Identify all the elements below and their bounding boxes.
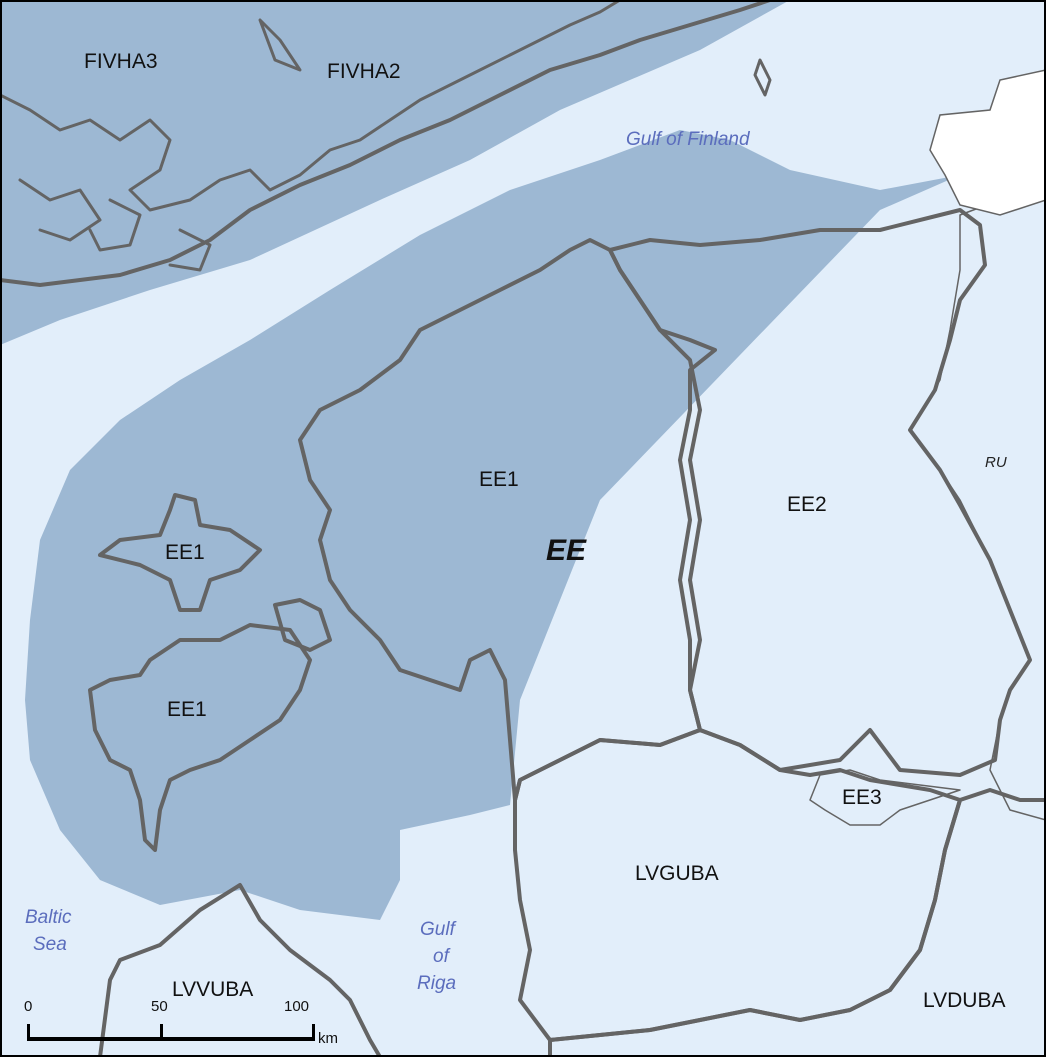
finland-territorial-waters	[0, 0, 790, 345]
label-gulf-of-riga-3: Riga	[417, 973, 456, 994]
label-fivha3: FIVHA3	[84, 50, 158, 73]
finland-land	[0, 0, 772, 287]
scale-label-50: 50	[151, 998, 168, 1015]
label-lvvuba: LVVUBA	[172, 978, 253, 1001]
scale-tick-0	[27, 1024, 30, 1041]
estonia-territorial-waters	[25, 130, 960, 920]
label-gulf-of-finland: Gulf of Finland	[626, 129, 751, 150]
label-baltic-sea-1: Baltic	[25, 907, 72, 928]
scale-tick-100	[312, 1024, 315, 1041]
scale-unit: km	[318, 1030, 338, 1047]
label-lvguba: LVGUBA	[635, 862, 719, 885]
label-ee2: EE2	[787, 493, 827, 516]
scale-bar: 0 50 100 km	[24, 998, 338, 1047]
russia-unshaded	[929, 69, 1046, 216]
lvvuba-region	[98, 883, 382, 1057]
ee1-muhu	[273, 598, 332, 652]
scale-label-0: 0	[24, 998, 32, 1015]
label-ee1-mainland: EE1	[479, 468, 519, 491]
label-gulf-of-riga-1: Gulf	[420, 919, 457, 940]
scale-bar-line	[27, 1037, 315, 1041]
label-ee1-hiiumaa: EE1	[165, 541, 205, 564]
finland-archipelago	[0, 0, 772, 272]
label-ee1-saaremaa: EE1	[167, 698, 207, 721]
lvduba-region	[548, 788, 1046, 1057]
scale-label-100: 100	[284, 998, 309, 1015]
scale-tick-50	[160, 1024, 163, 1041]
ee1-saaremaa	[88, 623, 312, 852]
label-country-ee: EE	[546, 534, 587, 567]
label-baltic-sea-2: Sea	[33, 934, 67, 955]
ee2-region	[608, 208, 1032, 777]
label-ee3: EE3	[842, 786, 882, 809]
ee1-hiiumaa	[98, 493, 262, 612]
label-lvduba: LVDUBA	[923, 989, 1005, 1012]
ee1-mainland	[298, 238, 717, 802]
ee3-region	[809, 769, 961, 826]
label-fivha2: FIVHA2	[327, 60, 401, 83]
label-ru: RU	[985, 454, 1007, 471]
label-gulf-of-riga-2: of	[433, 946, 451, 967]
